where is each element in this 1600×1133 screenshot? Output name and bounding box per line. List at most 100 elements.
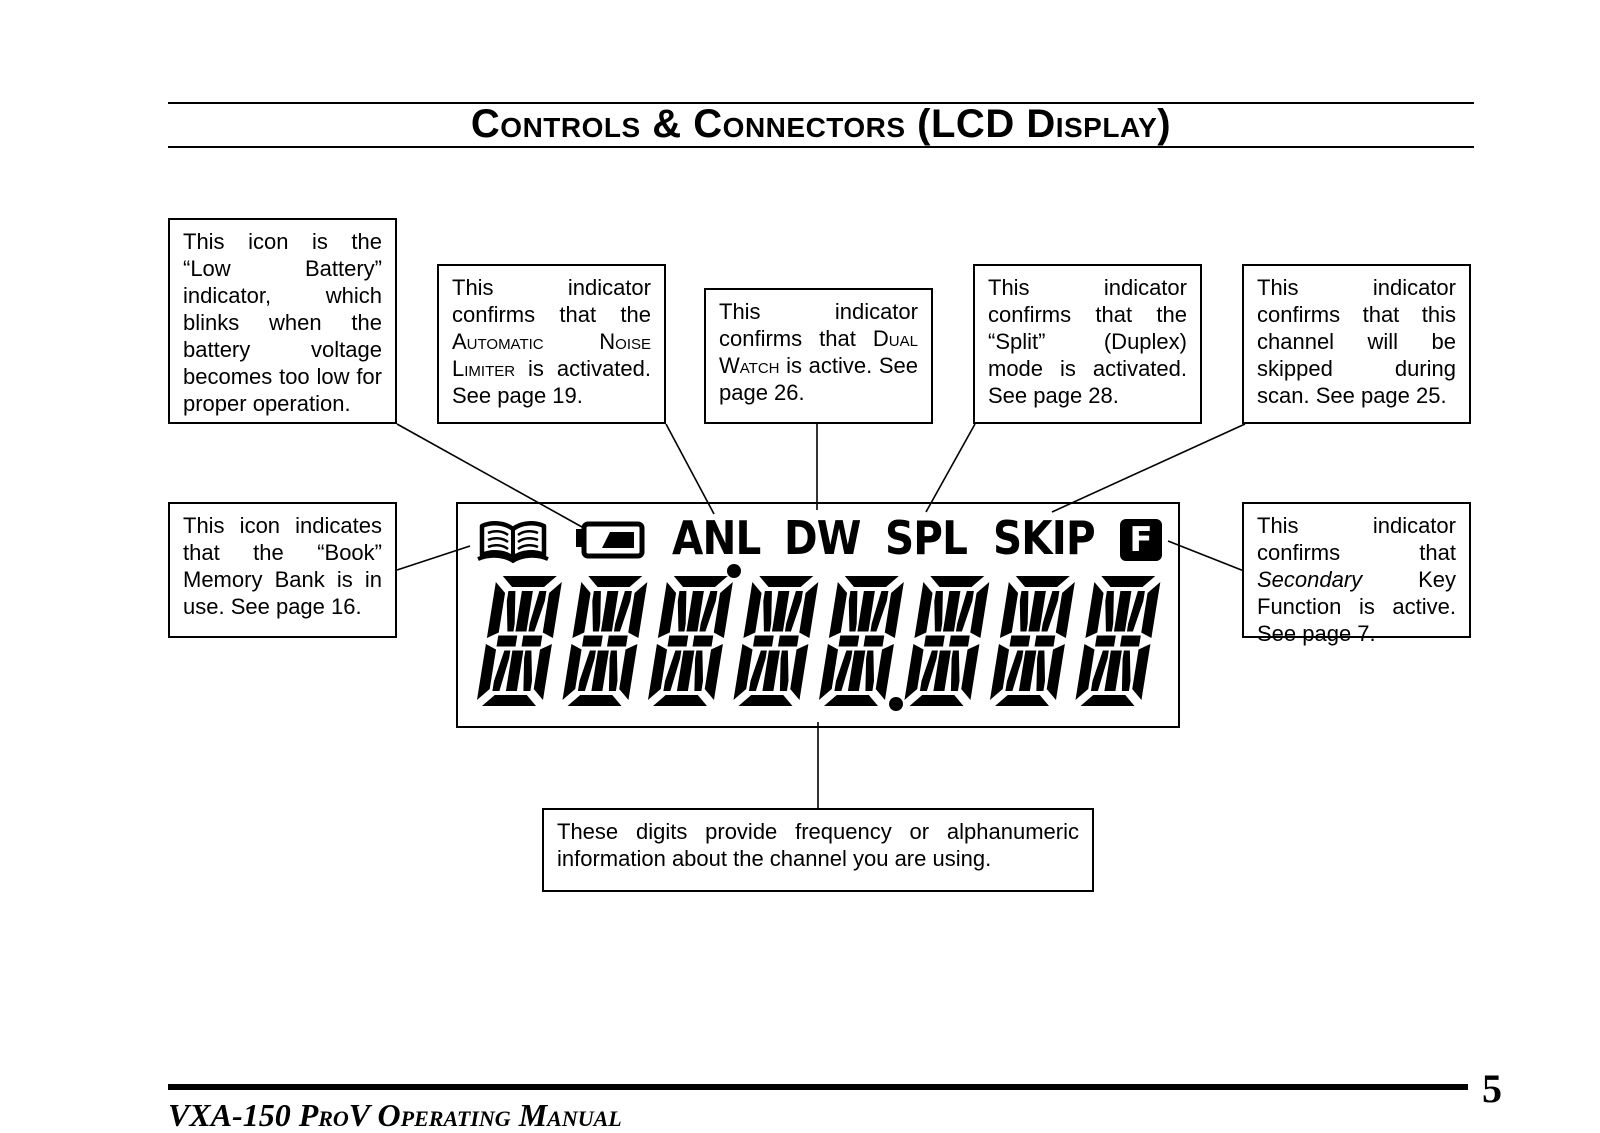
digit-segment: [799, 582, 819, 638]
digit-segment: [673, 576, 728, 587]
digit-segment: [1075, 644, 1095, 700]
digit-segment: [995, 695, 1049, 706]
indicator-f-box: F: [1120, 519, 1162, 561]
digit-segment: [828, 582, 848, 638]
callout-low-battery: This icon is the “Low Battery” indicator…: [168, 218, 397, 424]
digit-segment: [748, 650, 767, 691]
digit-segment: [738, 695, 793, 706]
digit-segment: [950, 650, 960, 691]
header-bottom-rule: [168, 146, 1474, 148]
digit-segment: [608, 650, 618, 691]
digit-segment: [628, 582, 648, 638]
callout-fkey-term: Secondary: [1257, 567, 1363, 592]
callout-spl: This indicator confirms that the “Split”…: [973, 264, 1202, 424]
digit-segment: [1121, 650, 1131, 691]
digit-segment: [763, 591, 772, 632]
digit-segment: [1104, 650, 1122, 691]
digit-segment: [653, 695, 707, 706]
digit-segment: [528, 591, 547, 632]
digit-segment: [486, 582, 506, 638]
digit-segment: [515, 591, 533, 632]
callout-anl: This indicator confirms that the Automat…: [437, 264, 666, 424]
digit-segment: [657, 582, 677, 638]
digit-segment: [949, 635, 970, 647]
digit-segment: [961, 644, 980, 700]
digit-segment: [1009, 635, 1031, 647]
digit-segment: [647, 644, 668, 700]
digit-segment: [818, 644, 839, 700]
digit-segment: [600, 591, 619, 632]
callout-digits: These digits provide frequency or alphan…: [542, 808, 1094, 892]
digit-segment: [1141, 582, 1161, 638]
digit-segment: [784, 591, 803, 632]
indicator-dw: DW: [784, 511, 861, 565]
digit-segment: [857, 591, 875, 632]
digit-segment: [778, 635, 799, 647]
digit-segment: [779, 650, 789, 691]
digit-segment: [1046, 644, 1065, 700]
digit-segment: [613, 591, 632, 632]
digit-segment: [762, 650, 780, 691]
digit-segment: [924, 635, 945, 647]
digit-segment: [942, 591, 961, 632]
digit-segment: [692, 635, 714, 647]
digit-segment: [999, 582, 1019, 638]
callout-fkey: This indicator confirms that Secondary K…: [1242, 502, 1471, 646]
digit-segment: [930, 576, 985, 587]
digit-segment: [667, 635, 689, 647]
book-icon: [477, 521, 549, 563]
digit-segment: [704, 644, 723, 700]
digit-segment: [577, 650, 596, 691]
digit-segment: [521, 635, 543, 647]
callout-dw: This indicator confirms that Dual Watch …: [704, 288, 933, 424]
lcd-panel: [456, 502, 1180, 728]
leader-skip: [1051, 423, 1246, 513]
digit-segment: [1080, 695, 1135, 706]
digit-segment: [694, 650, 703, 691]
digit-segment: [582, 635, 603, 647]
digit-segment: [699, 591, 718, 632]
digit-segment: [844, 576, 899, 587]
digit-segment: [824, 695, 878, 706]
digit-segment: [919, 650, 938, 691]
digit-segment: [790, 644, 809, 700]
digit-segment: [1055, 582, 1075, 638]
indicator-spl: SPL: [885, 511, 968, 565]
digit-segment: [1126, 591, 1145, 632]
digit-segment: [567, 695, 622, 706]
digit-segment: [506, 591, 516, 632]
indicator-anl: ANL: [672, 511, 761, 565]
digit-segment: [588, 576, 643, 587]
callout-fkey-pre: This indicator confirms that: [1257, 513, 1456, 565]
footer-rule: [168, 1084, 1468, 1090]
digit-segment: [1005, 650, 1024, 691]
digit-segment: [686, 591, 704, 632]
digit-segment: [492, 650, 511, 691]
digit-segment: [562, 644, 582, 700]
digit-segment: [771, 591, 790, 632]
digit-segment: [607, 635, 628, 647]
digit-segment: [1028, 591, 1046, 632]
digit-segment: [1113, 591, 1132, 632]
digit-segment: [834, 650, 853, 691]
digit-segment: [1105, 591, 1114, 632]
digit-segment: [904, 644, 924, 700]
page-number: 5: [1482, 1066, 1502, 1111]
digit-segment: [476, 644, 497, 700]
digit-segment: [759, 576, 814, 587]
digit-segment: [1018, 650, 1037, 691]
digit-segment: [1034, 635, 1056, 647]
page-title: Controls & Connectors (LCD Display): [470, 102, 1172, 146]
callout-anl-post: is activated. See page 19.: [452, 356, 651, 408]
digit-segment: [863, 635, 885, 647]
callout-fkey-post: Key Function is active. See page 7.: [1257, 567, 1456, 646]
digit-segment: [934, 591, 943, 632]
callout-skip: This indicator confirms that this channe…: [1242, 264, 1471, 424]
digit-segment: [848, 591, 858, 632]
digit-segment: [592, 591, 601, 632]
indicator-f: F: [1129, 520, 1153, 560]
indicator-skip: SKIP: [993, 511, 1096, 565]
decimal-dot-upper: [727, 564, 741, 578]
callout-dw-term: Dual Watch: [719, 326, 918, 378]
digit-segment: [1101, 576, 1156, 587]
